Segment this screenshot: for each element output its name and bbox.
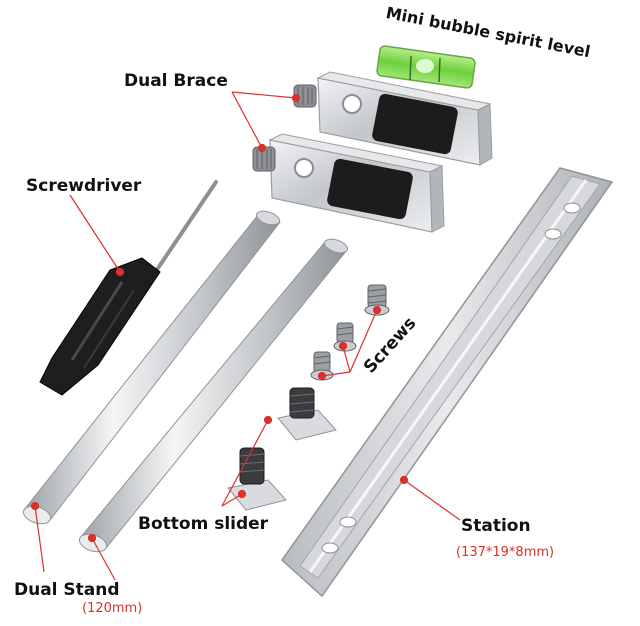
- station-size-label: (137*19*8mm): [456, 545, 555, 560]
- bottom-slider-label: Bottom slider: [138, 514, 269, 534]
- screw-icon: [277, 387, 337, 441]
- rod-icon: [78, 238, 349, 553]
- brace-block-icon: [293, 71, 493, 166]
- screw-icon: [364, 284, 390, 316]
- stand-size-label: (120mm): [82, 601, 143, 616]
- dual-brace-label: Dual Brace: [124, 71, 228, 91]
- spirit-level-icon: [376, 45, 476, 89]
- screwdriver-label: Screwdriver: [26, 176, 142, 196]
- dual-stand-label: Dual Stand: [14, 580, 120, 600]
- rail-icon: [281, 167, 614, 598]
- annotation-lines: [30, 91, 461, 581]
- station-label: Station: [461, 516, 531, 536]
- screwdriver-icon: [39, 180, 218, 396]
- rod-icon: [22, 210, 281, 525]
- screw-icon: [227, 447, 287, 511]
- brace-block-icon: [252, 133, 445, 233]
